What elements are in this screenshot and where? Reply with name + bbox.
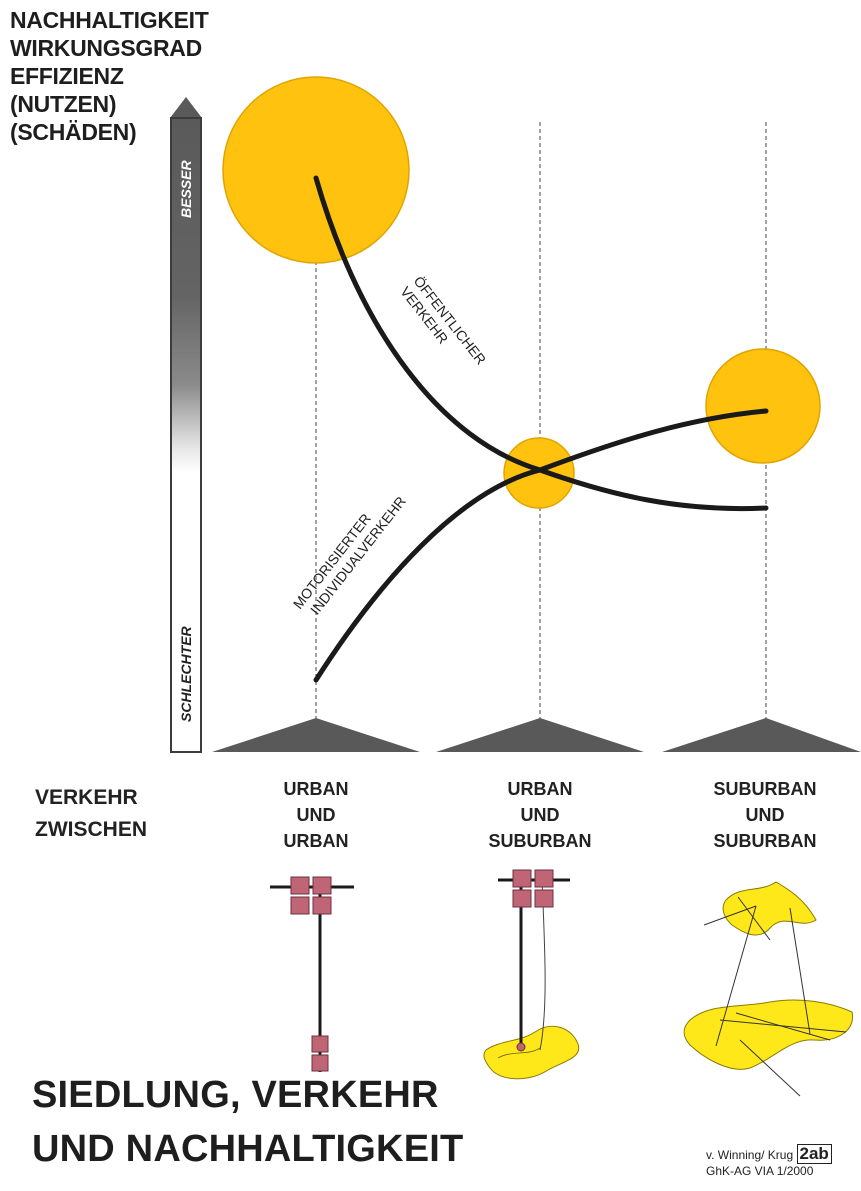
credit-badge: 2ab (796, 1144, 832, 1164)
column-label-line: UND (296, 805, 336, 825)
building-block (290, 876, 310, 895)
private-transport-curve (313, 408, 769, 683)
scale-top-label: BESSER (178, 160, 194, 218)
scale-arrow (170, 97, 202, 753)
column-label-line: SUBURBAN (488, 831, 592, 851)
building-block (534, 889, 554, 908)
column-base-triangle-urban-suburban (436, 718, 644, 752)
page-title-line: SIEDLUNG, VERKEHR (32, 1074, 439, 1116)
column-label-suburban-suburban: SUBURBAN UND SUBURBAN (695, 776, 835, 854)
y-axis-title-line: (SCHÄDEN) (10, 119, 137, 145)
page-title-line: UND NACHHALTIGKEIT (32, 1128, 464, 1170)
column-label-line: URBAN (283, 779, 349, 799)
column-label-line: URBAN (507, 779, 573, 799)
benefit-circle-suburban-suburban (705, 348, 821, 464)
suburban-area-blob-bottom (683, 999, 854, 1070)
scale-bottom-label: SCHLECHTER (178, 625, 194, 722)
public-transport-label: ÖFFENTLICHER VERKEHR (397, 272, 492, 381)
benefit-circle-urban-suburban (503, 437, 575, 509)
settlement-icon-suburban-suburban (683, 881, 854, 1097)
credit: v. Winning/ Krug 2ab GhK-AG VIA 1/2000 (706, 1144, 832, 1178)
building-block (311, 1035, 329, 1053)
y-axis-title-line: (NUTZEN) (10, 91, 117, 117)
building-block (512, 889, 532, 908)
column-label-line: SUBURBAN (713, 779, 817, 799)
row-label-line: VERKEHR (35, 786, 138, 809)
column-label-line: SUBURBAN (713, 831, 817, 851)
scale-arrow-head (170, 97, 202, 118)
public-transport-curve (313, 175, 769, 512)
page-title: SIEDLUNG, VERKEHR UND NACHHALTIGKEIT (32, 1068, 463, 1176)
column-label-urban-suburban: URBAN UND SUBURBAN (470, 776, 610, 854)
y-axis-title-line: WIRKUNGSGRAD (10, 35, 202, 61)
y-axis-title-line: EFFIZIENZ (10, 63, 124, 89)
building-block (312, 876, 332, 895)
benefit-circle-urban-urban (222, 76, 410, 264)
column-label-line: URBAN (283, 831, 349, 851)
y-axis-title-line: NACHHALTIGKEIT (10, 7, 209, 33)
settlement-icon-urban-urban (270, 876, 354, 1072)
station-dot (516, 1042, 526, 1052)
suburban-area-blob (483, 1025, 580, 1080)
building-block (512, 869, 532, 888)
building-block (534, 869, 554, 888)
credit-authors: v. Winning/ Krug (706, 1148, 794, 1162)
credit-source: GhK-AG VIA 1/2000 (706, 1164, 814, 1178)
column-base-triangle-urban-urban (212, 718, 420, 752)
building-block (312, 896, 332, 915)
suburban-area-blob-top (722, 881, 817, 936)
settlement-icon-urban-suburban (483, 869, 580, 1080)
building-block (311, 1054, 329, 1072)
column-label-urban-urban: URBAN UND URBAN (266, 776, 366, 854)
column-base-triangle-suburban-suburban (662, 718, 861, 752)
row-label-line: ZWISCHEN (35, 818, 147, 841)
y-axis-title: NACHHALTIGKEIT WIRKUNGSGRAD EFFIZIENZ (N… (10, 6, 209, 146)
private-transport-label-line: INDIVIDUALVERKEHR (307, 493, 409, 617)
building-block (290, 896, 310, 915)
scale-bar (170, 117, 202, 753)
column-label-line: UND (745, 805, 785, 825)
row-label: VERKEHR ZWISCHEN (35, 782, 147, 846)
private-transport-label: MOTORISIERTER INDIVIDUALVERKEHR (290, 483, 409, 622)
column-label-line: UND (520, 805, 560, 825)
